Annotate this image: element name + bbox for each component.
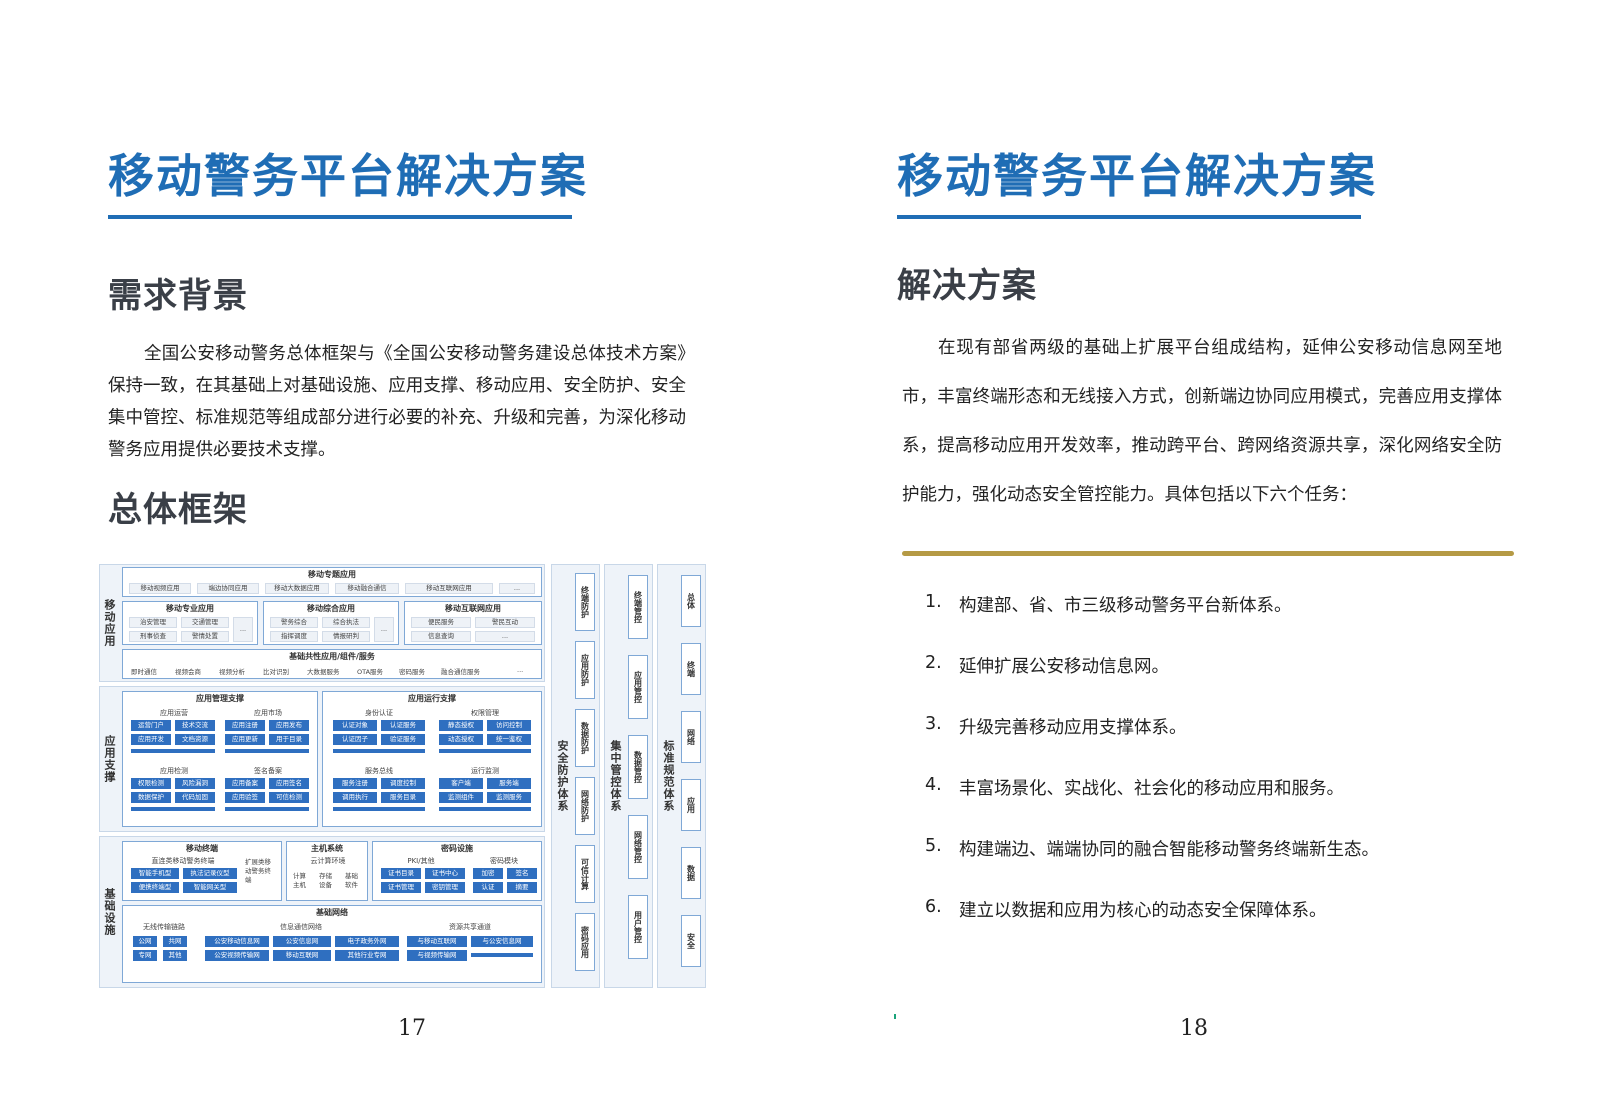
list-item: 1.构建部、省、市三级移动警务平台新体系。: [925, 592, 1292, 616]
scan-mark: [894, 1014, 896, 1019]
background-paragraph: 全国公安移动警务总体框架与《全国公安移动警务建设总体技术方案》保持一致，在其基础…: [108, 344, 686, 460]
block-topic-apps: 移动专题应用 移动视频应用 端边协同应用 移动大数据应用 移动融合通信 移动互联…: [122, 567, 542, 597]
layer-app-support: 应用支撑 应用管理支撑 应用运营 运营门户 技术交流 应用开发 文档资源 应用市…: [99, 686, 545, 832]
page-number: 17: [398, 1016, 426, 1041]
list-item: 3.升级完善移动应用支撑体系。: [925, 714, 1187, 738]
block-mobile-terminal: 移动终端 直连类移动警务终端 智能手机型 执法记录仪型 便携终端型 智能网关型 …: [122, 841, 282, 901]
page-title: 移动警务平台解决方案: [108, 149, 588, 203]
list-item: 2.延伸扩展公安移动信息网。: [925, 653, 1169, 677]
title-underline: [108, 215, 572, 219]
right-page: 移动警务平台解决方案 解决方案 在现有部省两级的基础上扩展平台组成结构，延伸公安…: [805, 0, 1611, 1100]
column-centralized-control: 集中管控体系 终端管控 应用管控 数据管控 网络管控 用户管控: [604, 564, 653, 988]
column-standards: 标准规范体系 总体 终端 网络 应用 数据 安全: [657, 564, 706, 988]
section-heading-framework: 总体框架: [108, 490, 248, 530]
section-heading-solution: 解决方案: [897, 266, 1037, 306]
block-base-network: 基础网络 无线传输链路 公网 共网 专网 其他 信息通信网络 公安移动信息网 公…: [122, 905, 542, 983]
block-professional-apps: 移动专业应用 治安管理 交通管理 刑事侦查 警情处置 ...: [122, 601, 258, 645]
layer-label: 基础设施: [103, 888, 116, 936]
list-item: 4.丰富场景化、实战化、社会化的移动应用和服务。: [925, 775, 1344, 799]
layer-label: 应用支撑: [103, 735, 116, 783]
title-underline: [897, 215, 1361, 219]
list-item: 5.构建端边、端端协同的融合智能移动警务终端新生态。: [925, 836, 1379, 860]
block-comprehensive-apps: 移动综合应用 警务综合 综合执法 指挥调度 情报研判 ...: [263, 601, 399, 645]
layer-infrastructure: 基础设施 移动终端 直连类移动警务终端 智能手机型 执法记录仪型 便携终端型 智…: [99, 836, 545, 988]
architecture-diagram: 移动应用 移动专题应用 移动视频应用 端边协同应用 移动大数据应用 移动融合通信…: [99, 564, 707, 988]
block-crypto-facilities: 密码设施 PKI/其他 证书目录 证书中心 证书管理 密钥管理 密码模块 加密 …: [372, 841, 542, 901]
left-page: 移动警务平台解决方案 需求背景 全国公安移动警务总体框架与《全国公安移动警务建设…: [0, 0, 805, 1100]
page-title: 移动警务平台解决方案: [897, 149, 1377, 203]
section-divider: [902, 551, 1514, 556]
layer-label: 移动应用: [103, 599, 116, 647]
solution-paragraph: 在现有部省两级的基础上扩展平台组成结构，延伸公安移动信息网至地市，丰富终端形态和…: [902, 338, 1502, 505]
block-internet-apps: 移动互联网应用 便民服务 警民互动 信息查询 ...: [404, 601, 542, 645]
column-security-protection: 安全防护体系 终端防护 应用防护 数据防护 网络防护 可信计算 密码应用: [551, 564, 600, 988]
block-host-system: 主机系统 云计算环境 计算主机 存储设备 基础软件: [286, 841, 368, 901]
block-app-management: 应用管理支撑 应用运营 运营门户 技术交流 应用开发 文档资源 应用市场 应用注…: [122, 691, 318, 827]
block-common-services: 基础共性应用/组件/服务 即时通信 视频会商 视频分析 比对识别 大数据服务 O…: [122, 649, 542, 679]
block-app-runtime: 应用运行支撑 身份认证 认证对象 认证服务 认证因子 验证服务 权限管理 静态授…: [322, 691, 542, 827]
task-list: 1.构建部、省、市三级移动警务平台新体系。 2.延伸扩展公安移动信息网。 3.升…: [925, 592, 1379, 958]
section-heading-background: 需求背景: [108, 276, 248, 316]
layer-mobile-apps: 移动应用 移动专题应用 移动视频应用 端边协同应用 移动大数据应用 移动融合通信…: [99, 564, 545, 682]
list-item: 6.建立以数据和应用为核心的动态安全保障体系。: [925, 897, 1327, 921]
page-number: 18: [1180, 1016, 1208, 1041]
